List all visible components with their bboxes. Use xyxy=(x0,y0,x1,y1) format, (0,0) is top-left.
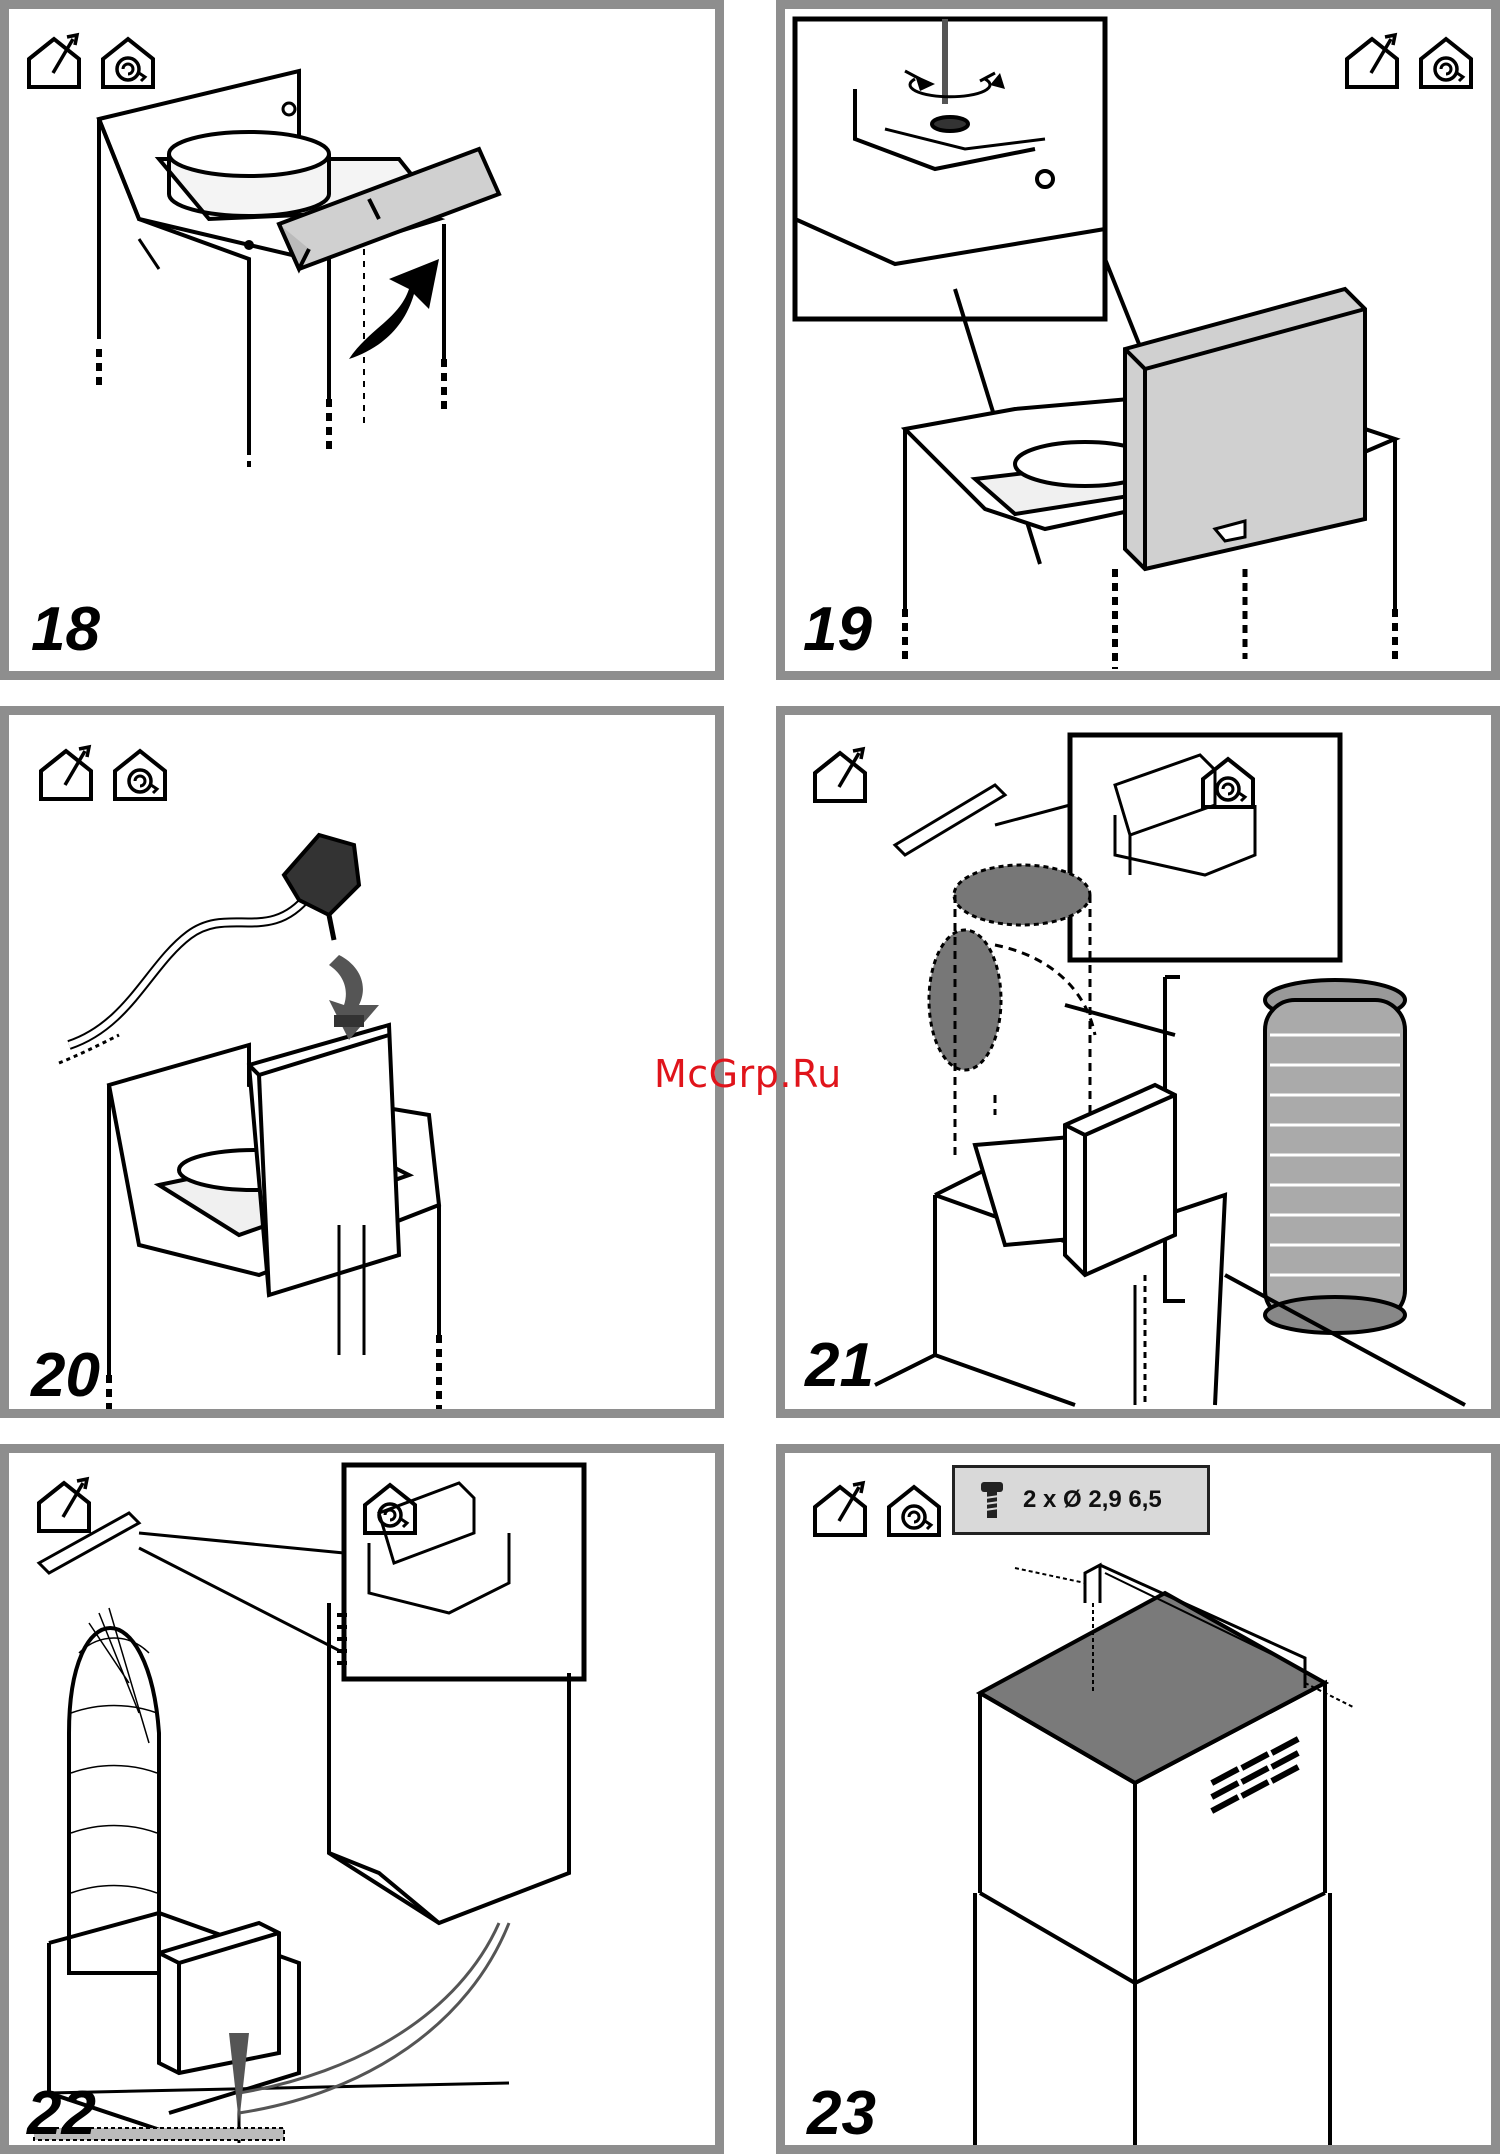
panel-step-19: 19 xyxy=(776,0,1500,680)
watermark: McGrp.Ru xyxy=(654,1052,842,1096)
screw-icon xyxy=(979,1480,1005,1522)
recirculation-house-icon xyxy=(1415,31,1477,91)
extraction-house-icon xyxy=(809,1479,871,1539)
extraction-house-icon xyxy=(809,745,871,805)
extraction-house-icon xyxy=(1341,31,1403,91)
panel-step-21: 21 xyxy=(776,706,1500,1418)
illustration-step-20 xyxy=(9,715,715,1409)
extraction-house-icon xyxy=(33,1475,95,1535)
panel-step-22: 22 xyxy=(0,1444,724,2154)
illustration-step-22 xyxy=(9,1453,715,2145)
illustration-step-21 xyxy=(785,715,1491,1409)
step-number: 21 xyxy=(805,1335,874,1397)
panel-step-20: 20 xyxy=(0,706,724,1418)
extraction-house-icon xyxy=(23,31,85,91)
recirculation-house-icon xyxy=(883,1479,945,1539)
step-number: 19 xyxy=(803,599,872,661)
screw-spec-label: 2 x Ø 2,9 6,5 xyxy=(1023,1486,1162,1514)
panel-step-18: 18 xyxy=(0,0,724,680)
recirculation-house-icon xyxy=(1197,751,1259,811)
extraction-house-icon xyxy=(35,743,97,803)
screw-spec-box: 2 x Ø 2,9 6,5 xyxy=(952,1465,1210,1535)
step-number: 18 xyxy=(31,599,100,661)
step-number: 22 xyxy=(27,2083,96,2145)
recirculation-house-icon xyxy=(97,31,159,91)
recirculation-house-icon xyxy=(109,743,171,803)
illustration-step-18 xyxy=(9,9,715,671)
illustration-step-23 xyxy=(785,1453,1491,2145)
step-number: 23 xyxy=(807,2083,876,2145)
panel-step-23: 23 xyxy=(776,1444,1500,2154)
recirculation-house-icon xyxy=(359,1477,421,1537)
step-number: 20 xyxy=(31,1345,100,1407)
illustration-step-19 xyxy=(785,9,1491,671)
